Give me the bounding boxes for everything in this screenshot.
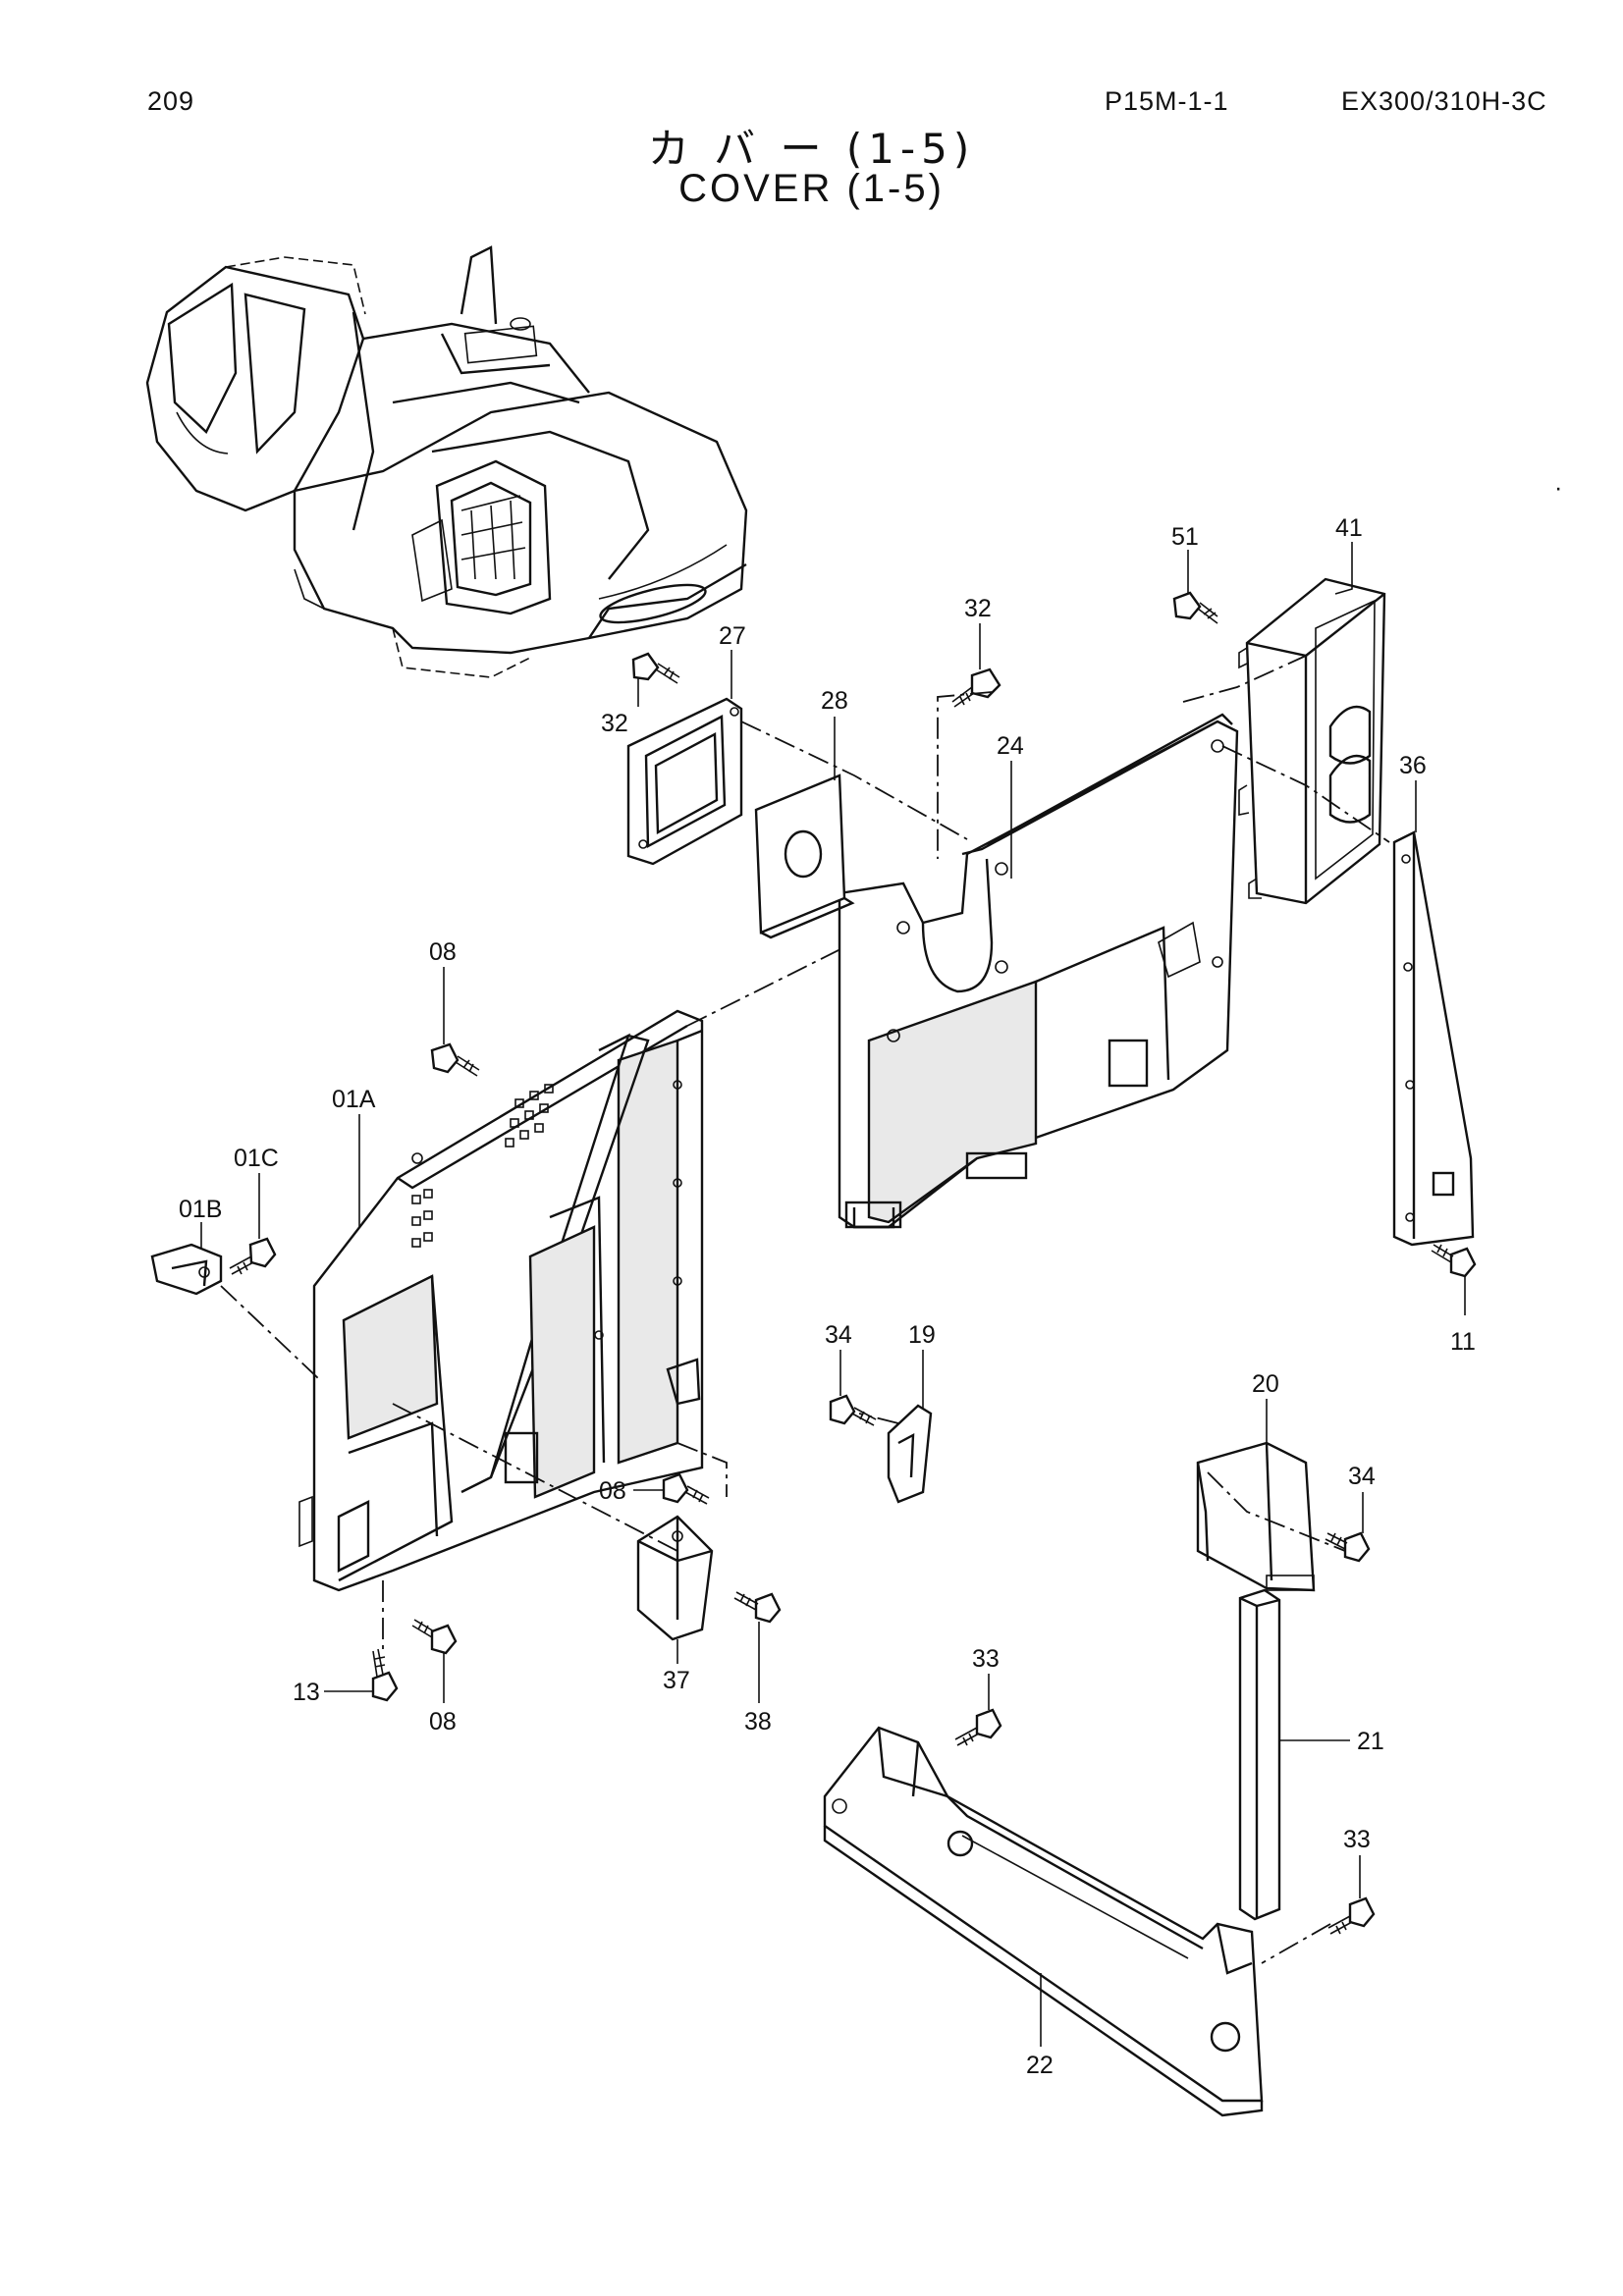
page-number: 209: [147, 86, 195, 116]
bolt-34-right: [1325, 1531, 1371, 1563]
callout-27: 27: [719, 622, 746, 650]
callout-33-bottom: 33: [1343, 1826, 1371, 1853]
part-28-pad: [754, 774, 855, 939]
part-01b-bracket: [150, 1243, 223, 1296]
bolt-01c: [229, 1237, 277, 1275]
callout-22: 22: [1026, 2052, 1054, 2079]
bolt-08-bottom: [411, 1619, 458, 1655]
callout-32-top: 32: [964, 595, 992, 622]
bolt-38: [733, 1591, 782, 1624]
callout-01b: 01B: [179, 1196, 222, 1223]
callout-34-right: 34: [1348, 1463, 1376, 1490]
part-24-main-cover: [838, 713, 1239, 1229]
callout-labels: 41 51 32 27 32 28 24 36 08 01A 01C 01B 1…: [179, 514, 1476, 2079]
part-27-frame: [626, 697, 743, 866]
bolt-13: [371, 1648, 399, 1702]
callout-21: 21: [1357, 1728, 1384, 1755]
callout-08-top: 08: [429, 938, 457, 966]
callout-24: 24: [997, 732, 1024, 760]
callout-19: 19: [908, 1321, 936, 1349]
callout-36: 36: [1399, 752, 1427, 779]
bolt-11: [1431, 1244, 1477, 1278]
bolt-33-bottom: [1327, 1896, 1376, 1935]
page-title-english: COVER (1-5): [678, 167, 945, 210]
callout-32-left: 32: [601, 710, 628, 737]
part-19-clip: [887, 1404, 933, 1504]
part-01a-cover-assembly: [298, 1009, 704, 1592]
page-title-japanese: カ バ ー (1-5): [647, 125, 976, 173]
callout-01a: 01A: [332, 1086, 376, 1113]
model-code: EX300/310H-3C: [1341, 86, 1547, 116]
callout-13: 13: [293, 1679, 320, 1706]
part-21-bar: [1238, 1588, 1281, 1921]
callout-38: 38: [744, 1708, 772, 1735]
callout-08-middle: 08: [599, 1477, 626, 1505]
section-code: P15M-1-1: [1105, 86, 1229, 116]
excavator-overview: [145, 245, 748, 678]
callout-01c: 01C: [234, 1145, 279, 1172]
bolt-08-middle: [662, 1472, 710, 1505]
part-20-cover-piece: [1196, 1441, 1316, 1592]
bolt-34-left: [829, 1394, 877, 1426]
callout-51: 51: [1171, 523, 1199, 551]
part-22-rail: [823, 1726, 1264, 2117]
callout-41: 41: [1335, 514, 1363, 542]
leader-lines: [200, 542, 1466, 2047]
bolt-08-top: [430, 1042, 480, 1077]
callout-34-left: 34: [825, 1321, 852, 1349]
bolt-32-left: [631, 652, 680, 684]
callout-20: 20: [1252, 1370, 1279, 1398]
speck-mark: ·: [1554, 474, 1562, 502]
part-37-block: [636, 1515, 714, 1641]
callout-28: 28: [821, 687, 848, 715]
callout-08-bottom: 08: [429, 1708, 457, 1735]
part-36-strip: [1392, 830, 1475, 1247]
bolt-set: [229, 591, 1477, 1935]
bolt-32-top: [951, 667, 1001, 708]
bolt-51: [1172, 591, 1218, 624]
assembly-lines: [220, 655, 1390, 1964]
bolt-33-top: [954, 1708, 1002, 1746]
callout-37: 37: [663, 1667, 690, 1694]
callout-33-top: 33: [972, 1645, 1000, 1673]
callout-11: 11: [1450, 1328, 1476, 1356]
part-41-side-cover: [1238, 577, 1386, 905]
